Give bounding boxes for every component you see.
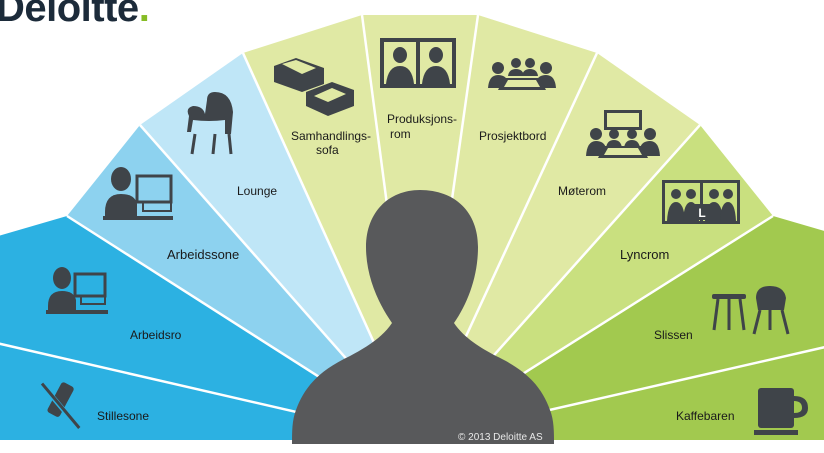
- label-produksjonsrom-line1: Produksjons-: [387, 112, 457, 126]
- label-produksjonsrom-line2: rom: [390, 127, 411, 141]
- copyright-text: © 2013 Deloitte AS: [458, 432, 543, 443]
- segment-labels: Stillesone Arbeidsro Arbeidssone Lounge …: [97, 112, 735, 423]
- label-arbeidsro: Arbeidsro: [130, 328, 182, 342]
- label-slissen: Slissen: [654, 328, 693, 342]
- label-samhandlingssofa-line2: sofa: [316, 143, 339, 157]
- central-person-silhouette: [292, 190, 554, 444]
- no-phone-icon: [39, 382, 81, 430]
- project-table-icon: [488, 58, 556, 90]
- table-and-chair-icon: [712, 286, 790, 335]
- segment-lounge: [140, 53, 418, 440]
- label-stillesone: Stillesone: [97, 409, 149, 423]
- label-prosjektbord: Prosjektbord: [479, 129, 546, 143]
- label-samhandlingssofa-line1: Samhandlings-: [291, 129, 371, 143]
- armchair-icon: [187, 92, 233, 155]
- two-screens-icon: [380, 38, 456, 88]
- person-at-desk-icon: [46, 267, 108, 314]
- label-lyncrom: Lyncrom: [620, 247, 669, 262]
- sofa-icon: [274, 58, 354, 116]
- segment-samhandlingssofa: [243, 15, 418, 440]
- lyncrom-icon-letter: L: [698, 206, 705, 220]
- person-at-desk-icon: [103, 167, 173, 220]
- deloitte-logo: Deloitte.: [0, 0, 150, 30]
- label-moterom: Møterom: [558, 184, 606, 198]
- label-lounge: Lounge: [237, 184, 277, 198]
- coffee-cup-icon: [754, 388, 808, 435]
- meeting-table-icon: [586, 110, 660, 158]
- label-arbeidssone: Arbeidssone: [167, 247, 239, 262]
- label-kaffebaren: Kaffebaren: [676, 409, 735, 423]
- video-conference-icon: L: [662, 180, 740, 224]
- segment-arbeidssone: [67, 125, 418, 440]
